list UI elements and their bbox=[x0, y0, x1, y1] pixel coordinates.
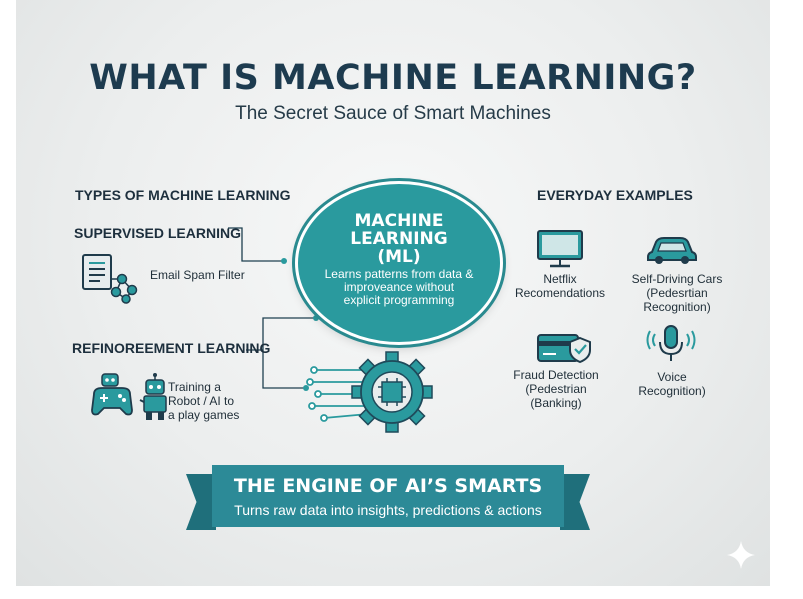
circuit-gear-icon bbox=[306, 351, 433, 433]
microphone-icon bbox=[646, 325, 696, 361]
reinforcement-example-line: Robot / AI to bbox=[168, 394, 235, 408]
reinforcement-example-line: a play games bbox=[168, 408, 240, 422]
ml-title: MACHINE LEARNING (ML) bbox=[298, 212, 500, 266]
example-self-driving: Self-Driving Cars (Pedesrtian Recognitio… bbox=[622, 272, 732, 314]
example-voice: Voice Recognition) bbox=[622, 370, 722, 398]
example-line: Self-Driving Cars bbox=[631, 272, 723, 286]
ml-description-line: improveance without bbox=[343, 280, 455, 294]
document-network-icon bbox=[82, 254, 138, 304]
ml-description-line: explicit programming bbox=[343, 293, 455, 307]
connector-dot-gear bbox=[303, 385, 309, 391]
ml-center-circle: MACHINE LEARNING (ML) Learns patterns fr… bbox=[295, 181, 503, 345]
banner-title: THE ENGINE OF AI’S SMARTS bbox=[233, 475, 543, 497]
car-icon bbox=[647, 237, 697, 264]
ml-description: Learns patterns from data & improveance … bbox=[318, 268, 480, 307]
connector-supervised bbox=[228, 227, 284, 262]
example-netflix: Netflix Recomendations bbox=[510, 272, 610, 300]
monitor-icon bbox=[537, 230, 583, 268]
connector-dot-supervised bbox=[281, 258, 287, 264]
connector-lines bbox=[228, 227, 319, 391]
reinforcement-label: REFINOREEMENT LEARNING bbox=[72, 340, 271, 356]
infographic-poster: WHAT IS MACHINE LEARNING? The Secret Sau… bbox=[16, 0, 770, 586]
ml-title-line: LEARNING bbox=[350, 229, 448, 249]
page-subtitle: The Secret Sauce of Smart Machines bbox=[235, 103, 551, 124]
connector-reinforcement bbox=[246, 317, 316, 351]
example-line: Netflix bbox=[543, 272, 577, 286]
banner-subtitle: Turns raw data into insights, prediction… bbox=[234, 502, 542, 518]
ml-title-line: (ML) bbox=[377, 247, 421, 267]
reinforcement-example-line: Training a bbox=[168, 380, 221, 394]
example-line: Recomendations bbox=[514, 286, 606, 300]
example-line: (Banking) bbox=[530, 396, 582, 410]
examples-heading: EVERYDAY EXAMPLES bbox=[537, 187, 693, 203]
bottom-banner: THE ENGINE OF AI’S SMARTS Turns raw data… bbox=[212, 465, 564, 527]
example-line: (Pedestrian bbox=[525, 382, 587, 396]
example-line: Voice bbox=[657, 370, 687, 384]
example-line: Recognition) bbox=[638, 384, 706, 398]
page-title: WHAT IS MACHINE LEARNING? bbox=[89, 58, 697, 98]
supervised-example: Email Spam Filter bbox=[150, 268, 245, 282]
supervised-label: SUPERVISED LEARNING bbox=[74, 225, 241, 241]
example-line: (Pedesrtian bbox=[646, 286, 708, 300]
sparkle-icon bbox=[727, 541, 755, 569]
reinforcement-example: Training a Robot / AI to a play games bbox=[168, 380, 239, 422]
example-line: Recognition) bbox=[643, 300, 711, 314]
types-heading: TYPES OF MACHINE LEARNING bbox=[75, 187, 291, 203]
example-line: Fraud Detection bbox=[513, 368, 599, 382]
ml-title-line: MACHINE bbox=[354, 211, 444, 231]
credit-card-shield-icon bbox=[537, 334, 591, 364]
example-fraud: Fraud Detection (Pedestrian (Banking) bbox=[506, 368, 606, 410]
ml-description-line: Learns patterns from data & bbox=[324, 267, 474, 281]
connector-gear bbox=[262, 350, 306, 389]
connector-dot-reinforcement bbox=[313, 315, 319, 321]
gamepad-robot-icon bbox=[91, 373, 167, 420]
